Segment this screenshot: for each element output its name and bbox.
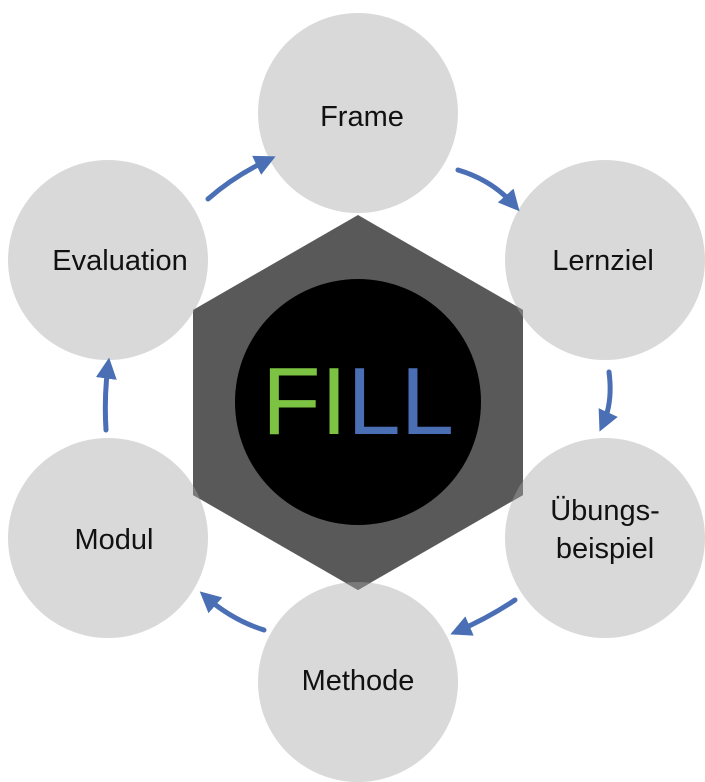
fill-logo: FILL [262, 348, 454, 455]
node-circle-modul [8, 438, 208, 638]
logo-part-green: FI [262, 348, 347, 455]
arrow-evaluation-to-frame [205, 155, 276, 202]
node-label-frame: Frame [320, 101, 404, 133]
node-circle-evaluation [8, 160, 208, 360]
node-label-evaluation: Evaluation [52, 245, 187, 277]
node-label-uebungsbeispiel-line1: Übungs- [550, 495, 660, 527]
logo-part-blue: LL [347, 348, 454, 455]
node-circle-frame [258, 13, 458, 213]
arrow-uebungsbeispiel-to-methode [450, 597, 518, 636]
arrow-modul-to-evaluation [95, 357, 117, 433]
node-label-modul: Modul [75, 524, 154, 556]
node-label-methode: Methode [302, 665, 415, 697]
arrow-lernziel-to-uebungsbeispiel [598, 369, 618, 432]
arrow-frame-to-lernziel [455, 167, 520, 212]
node-label-uebungsbeispiel-line2: beispiel [556, 533, 654, 565]
center-circle [235, 279, 481, 525]
node-label-lernziel: Lernziel [552, 245, 654, 277]
node-circle-lernziel [505, 160, 705, 360]
arrow-methode-to-modul [199, 591, 267, 633]
node-circle-methode [258, 582, 458, 782]
node-circle-uebungsbeispiel [505, 438, 705, 638]
